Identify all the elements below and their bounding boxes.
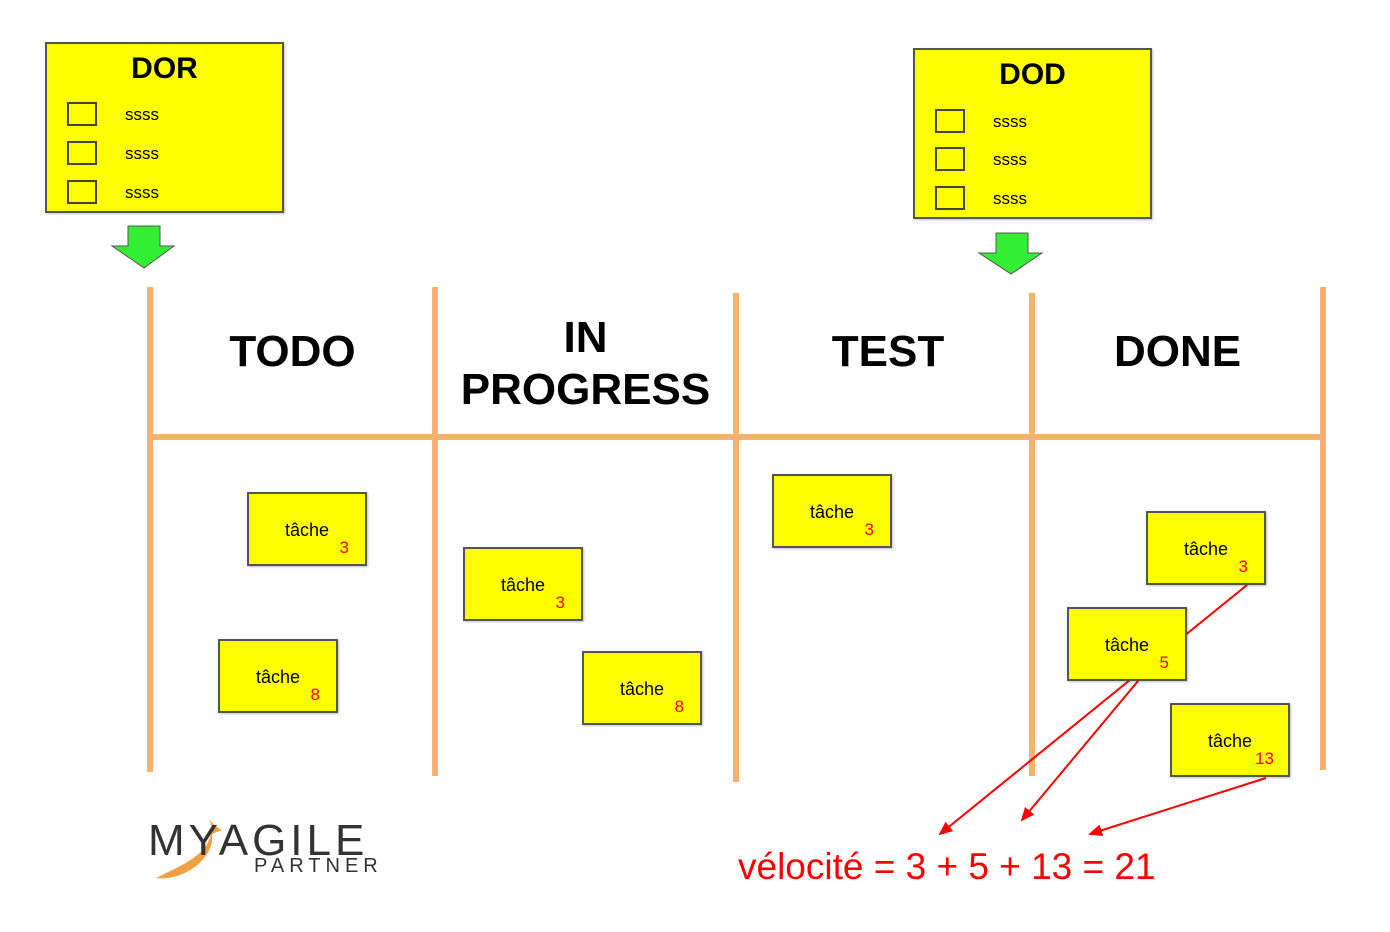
checkbox-icon[interactable]: [935, 186, 965, 210]
task-card[interactable]: tâche 3: [1146, 511, 1266, 585]
column-header-todo: TODO: [229, 327, 356, 376]
task-card-label: tâche: [1183, 539, 1229, 559]
task-card-label: tâche: [619, 679, 665, 699]
task-card-points: 3: [339, 538, 349, 557]
task-card-points: 13: [1255, 749, 1274, 768]
task-card-label: tâche: [284, 520, 330, 540]
task-card-label: tâche: [1104, 635, 1150, 655]
dor-box: DOR ssss ssss ssss: [45, 42, 284, 213]
dod-item-label: ssss: [993, 112, 1027, 131]
dod-title: DOD: [999, 58, 1066, 91]
checkbox-icon[interactable]: [935, 109, 965, 133]
task-card-points: 8: [310, 685, 320, 704]
dod-down-arrow-icon: [977, 232, 1044, 275]
column-header-test: TEST: [831, 327, 945, 376]
task-card[interactable]: tâche 8: [218, 639, 338, 713]
dor-item-label: ssss: [125, 105, 159, 124]
task-card[interactable]: tâche 13: [1170, 703, 1290, 777]
velocity-formula: vélocité = 3 + 5 + 13 = 21: [738, 846, 1156, 887]
column-header-in-progress-line1: IN: [563, 313, 608, 362]
dor-item-label: ssss: [125, 144, 159, 163]
task-card-label: tâche: [809, 502, 855, 522]
checkbox-icon[interactable]: [67, 141, 97, 165]
logo-bird-icon: [156, 818, 222, 879]
dod-item-label: ssss: [993, 189, 1027, 208]
column-header-done: DONE: [1113, 327, 1242, 376]
task-card-points: 3: [864, 520, 874, 539]
velocity-arrow-13: [1088, 777, 1267, 837]
task-card-points: 3: [555, 593, 565, 612]
task-card-points: 8: [674, 697, 684, 716]
task-card[interactable]: tâche 3: [463, 547, 583, 621]
dor-item-label: ssss: [125, 183, 159, 202]
task-card[interactable]: tâche 3: [247, 492, 367, 566]
column-header-in-progress-line2: PROGRESS: [460, 365, 711, 414]
task-card-points: 5: [1159, 653, 1169, 672]
task-card[interactable]: tâche 5: [1067, 607, 1187, 681]
dod-item-label: ssss: [993, 150, 1027, 169]
task-card-points: 3: [1238, 557, 1248, 576]
task-card[interactable]: tâche 3: [772, 474, 892, 548]
checkbox-icon[interactable]: [67, 102, 97, 126]
velocity-arrow-5: [1020, 662, 1154, 822]
logo-subtitle: PARTNER: [254, 855, 383, 877]
column-header-in-progress: IN PROGRESS: [435, 312, 736, 416]
task-card-label: tâche: [500, 575, 546, 595]
checkbox-icon[interactable]: [935, 147, 965, 171]
velocity-arrow-3: [938, 584, 1248, 836]
logo-wordmark: MYAGILE: [148, 816, 369, 865]
dod-box: DOD ssss ssss ssss: [913, 48, 1152, 219]
dor-down-arrow-icon: [110, 225, 176, 269]
dor-title: DOR: [131, 52, 198, 85]
task-card-label: tâche: [255, 667, 301, 687]
checkbox-icon[interactable]: [67, 180, 97, 204]
task-card-label: tâche: [1207, 731, 1253, 751]
task-card[interactable]: tâche 8: [582, 651, 702, 725]
